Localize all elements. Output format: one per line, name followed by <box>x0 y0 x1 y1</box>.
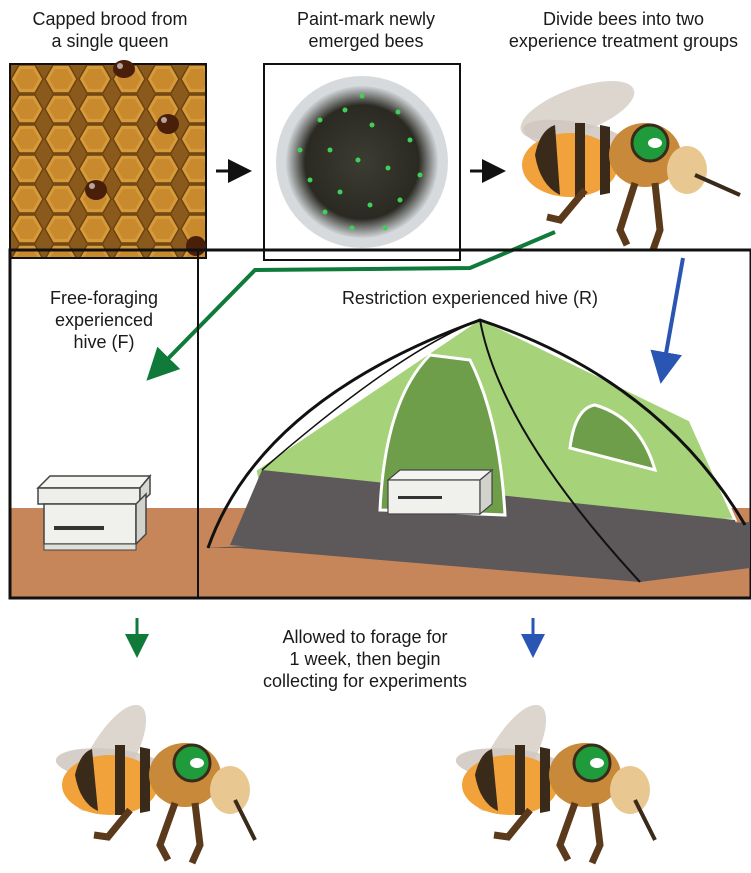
tent-icon <box>205 318 750 582</box>
honeycomb-image <box>10 60 206 258</box>
restriction-label: Restriction experienced hive (R) <box>300 287 640 309</box>
forage-note: Allowed to forage for 1 week, then begin… <box>220 626 510 692</box>
honey-bee-icon <box>454 695 655 863</box>
marked-bees-photo <box>264 64 460 260</box>
free-foraging-label: Free-foraging experienced hive (F) <box>14 287 194 353</box>
honey-bee-icon <box>513 69 740 250</box>
arrow-to-restriction <box>662 258 683 376</box>
honey-bee-icon <box>54 695 255 863</box>
beehive-box-icon <box>38 476 150 550</box>
